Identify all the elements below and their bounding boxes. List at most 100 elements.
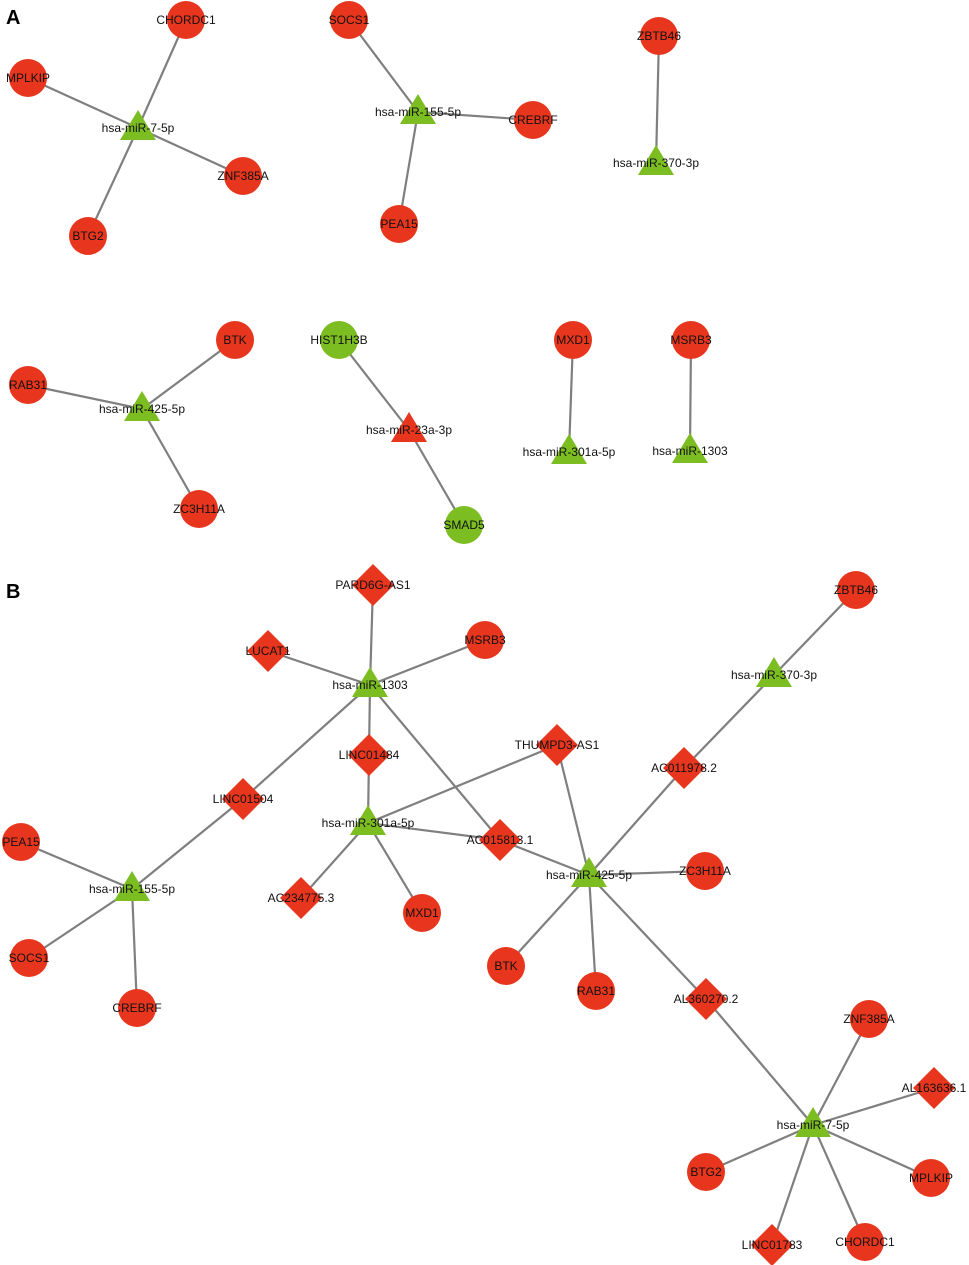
- edge-b_mir370-b_zbtb46: [773, 589, 857, 676]
- node-a_zc3h11a: ZC3H11A: [173, 490, 225, 528]
- node-b_linc01484: LINC01484: [339, 734, 400, 776]
- panel-label-b: B: [6, 581, 20, 603]
- node-shape-a_mir301: [551, 434, 587, 464]
- node-shape-b_thumpd3: [536, 724, 578, 766]
- node-shape-b_msrb3: [466, 621, 504, 659]
- node-label-a_socs1: SOCS1: [329, 13, 370, 27]
- node-label-b_znf385a: ZNF385A: [843, 1012, 894, 1026]
- node-label-a_crebrf: CREBRF: [508, 113, 557, 127]
- node-label-a_mir23: hsa-miR-23a-3p: [366, 423, 452, 437]
- edge-b_mir7-b_al360270: [705, 998, 814, 1126]
- node-label-b_mir301: hsa-miR-301a-5p: [322, 816, 415, 830]
- node-shape-b_chordc1: [846, 1223, 884, 1261]
- node-b_msrb3: MSRB3: [464, 621, 506, 659]
- node-label-a_chordc1: CHORDC1: [156, 13, 216, 27]
- node-b_linc01783: LINC01783: [742, 1224, 803, 1265]
- node-b_al163636: AL163636.1: [902, 1067, 967, 1109]
- edge-b_mir155-b_pea15: [20, 840, 133, 891]
- edge-b_mir1303-b_linc01504: [242, 684, 371, 800]
- edge-b_mir155-b_crebrf: [130, 888, 139, 1009]
- node-a_crebrf: CREBRF: [508, 101, 558, 139]
- node-a_mir1303: hsa-miR-1303: [652, 433, 728, 463]
- node-a_zbtb46: ZBTB46: [637, 17, 681, 55]
- edge-a_mir23-a_hist: [338, 339, 410, 431]
- node-b_pea15: PEA15: [2, 823, 40, 861]
- node-shape-a_zc3h11a: [180, 490, 218, 528]
- node-shape-b_mplkip: [912, 1159, 950, 1197]
- node-b_al360270: AL360270.2: [674, 978, 739, 1020]
- edge-a_mir425-a_zc3h11a: [141, 408, 200, 510]
- node-label-a_zc3h11a: ZC3H11A: [173, 502, 225, 516]
- node-a_mir23: hsa-miR-23a-3p: [366, 412, 452, 442]
- node-label-a_msrb3: MSRB3: [670, 333, 712, 347]
- node-label-b_linc01484: LINC01484: [339, 748, 400, 762]
- node-label-b_linc01783: LINC01783: [742, 1238, 803, 1252]
- node-a_mxd1: MXD1: [554, 321, 592, 359]
- node-a_mplkip: MPLKIP: [6, 59, 50, 97]
- node-label-b_btk: BTK: [494, 959, 517, 973]
- node-shape-a_mir23: [391, 412, 427, 442]
- edge-a_mir7-a_btg2: [87, 127, 139, 237]
- edge-b_mir1303-b_msrb3: [369, 638, 486, 687]
- node-b_thumpd3: THUMPD3-AS1: [515, 724, 600, 766]
- node-label-a_mir425: hsa-miR-425-5p: [99, 402, 185, 416]
- node-b_ac011978: AC011978.2: [651, 747, 717, 789]
- node-label-b_pard6g: PARD6G-AS1: [335, 578, 410, 592]
- edge-b_mir7-b_chordc1: [811, 1124, 867, 1243]
- node-b_znf385a: ZNF385A: [843, 1000, 895, 1038]
- node-label-a_pea15: PEA15: [380, 217, 418, 231]
- node-label-a_mir1303: hsa-miR-1303: [652, 444, 728, 458]
- node-shape-b_mir1303: [352, 667, 388, 697]
- node-a_msrb3: MSRB3: [670, 321, 712, 359]
- edge-b_mir155-b_linc01504: [131, 798, 244, 890]
- node-label-b_al163636: AL163636.1: [902, 1081, 967, 1095]
- node-shape-a_rab31: [9, 366, 47, 404]
- node-shape-b_al360270: [685, 978, 727, 1020]
- node-shape-b_zc3h11a: [686, 852, 724, 890]
- node-a_chordc1: CHORDC1: [156, 1, 216, 39]
- node-label-b_linc01504: LINC01504: [213, 792, 274, 806]
- edge-a_mir425-a_rab31: [27, 383, 143, 411]
- node-label-b_mxd1: MXD1: [405, 906, 439, 920]
- node-label-b_mplkip: MPLKIP: [909, 1171, 953, 1185]
- node-shape-a_pea15: [380, 205, 418, 243]
- edge-a_mir7-a_mplkip: [27, 76, 139, 130]
- edge-a_mir155-a_crebrf: [417, 110, 534, 122]
- node-label-b_mir370: hsa-miR-370-3p: [731, 668, 817, 682]
- node-label-b_lucat1: LUCAT1: [245, 644, 290, 658]
- node-b_mir1303: hsa-miR-1303: [332, 667, 408, 697]
- edge-b_mir425-b_thumpd3: [555, 744, 591, 876]
- node-shape-a_mir155: [400, 94, 436, 124]
- node-label-b_mir155: hsa-miR-155-5p: [89, 882, 175, 896]
- node-label-a_rab31: RAB31: [9, 378, 47, 392]
- node-label-b_mir1303: hsa-miR-1303: [332, 678, 408, 692]
- node-label-b_ac011978: AC011978.2: [651, 761, 717, 775]
- node-label-b_pea15: PEA15: [2, 835, 40, 849]
- node-shape-a_mir7: [120, 110, 156, 140]
- node-shape-b_btk: [487, 947, 525, 985]
- edge-b_mir7-b_linc01783: [770, 1124, 815, 1246]
- node-shape-b_lucat1: [247, 630, 289, 672]
- node-shape-b_zbtb46: [837, 571, 875, 609]
- node-b_mir155: hsa-miR-155-5p: [89, 871, 175, 901]
- node-shape-b_ac234775: [280, 877, 322, 919]
- node-shape-b_rab31: [577, 972, 615, 1010]
- node-a_socs1: SOCS1: [329, 1, 370, 39]
- edge-b_mir7-b_al163636: [812, 1086, 935, 1127]
- node-b_mir301: hsa-miR-301a-5p: [322, 805, 415, 835]
- node-shape-b_mxd1: [403, 894, 441, 932]
- node-shape-b_linc01484: [348, 734, 390, 776]
- edge-b_mir301-b_thumpd3: [367, 743, 558, 825]
- node-b_zc3h11a: ZC3H11A: [679, 852, 731, 890]
- node-b_btg2: BTG2: [687, 1153, 725, 1191]
- edge-a_mir7-a_znf385a: [137, 126, 244, 178]
- node-b_zbtb46: ZBTB46: [834, 571, 878, 609]
- node-a_mir155: hsa-miR-155-5p: [375, 94, 461, 124]
- node-shape-a_btg2: [69, 217, 107, 255]
- node-shape-b_crebrf: [118, 989, 156, 1027]
- node-shape-a_mplkip: [9, 59, 47, 97]
- edge-a_mir7-a_chordc1: [136, 19, 188, 129]
- node-label-a_mir301: hsa-miR-301a-5p: [523, 445, 616, 459]
